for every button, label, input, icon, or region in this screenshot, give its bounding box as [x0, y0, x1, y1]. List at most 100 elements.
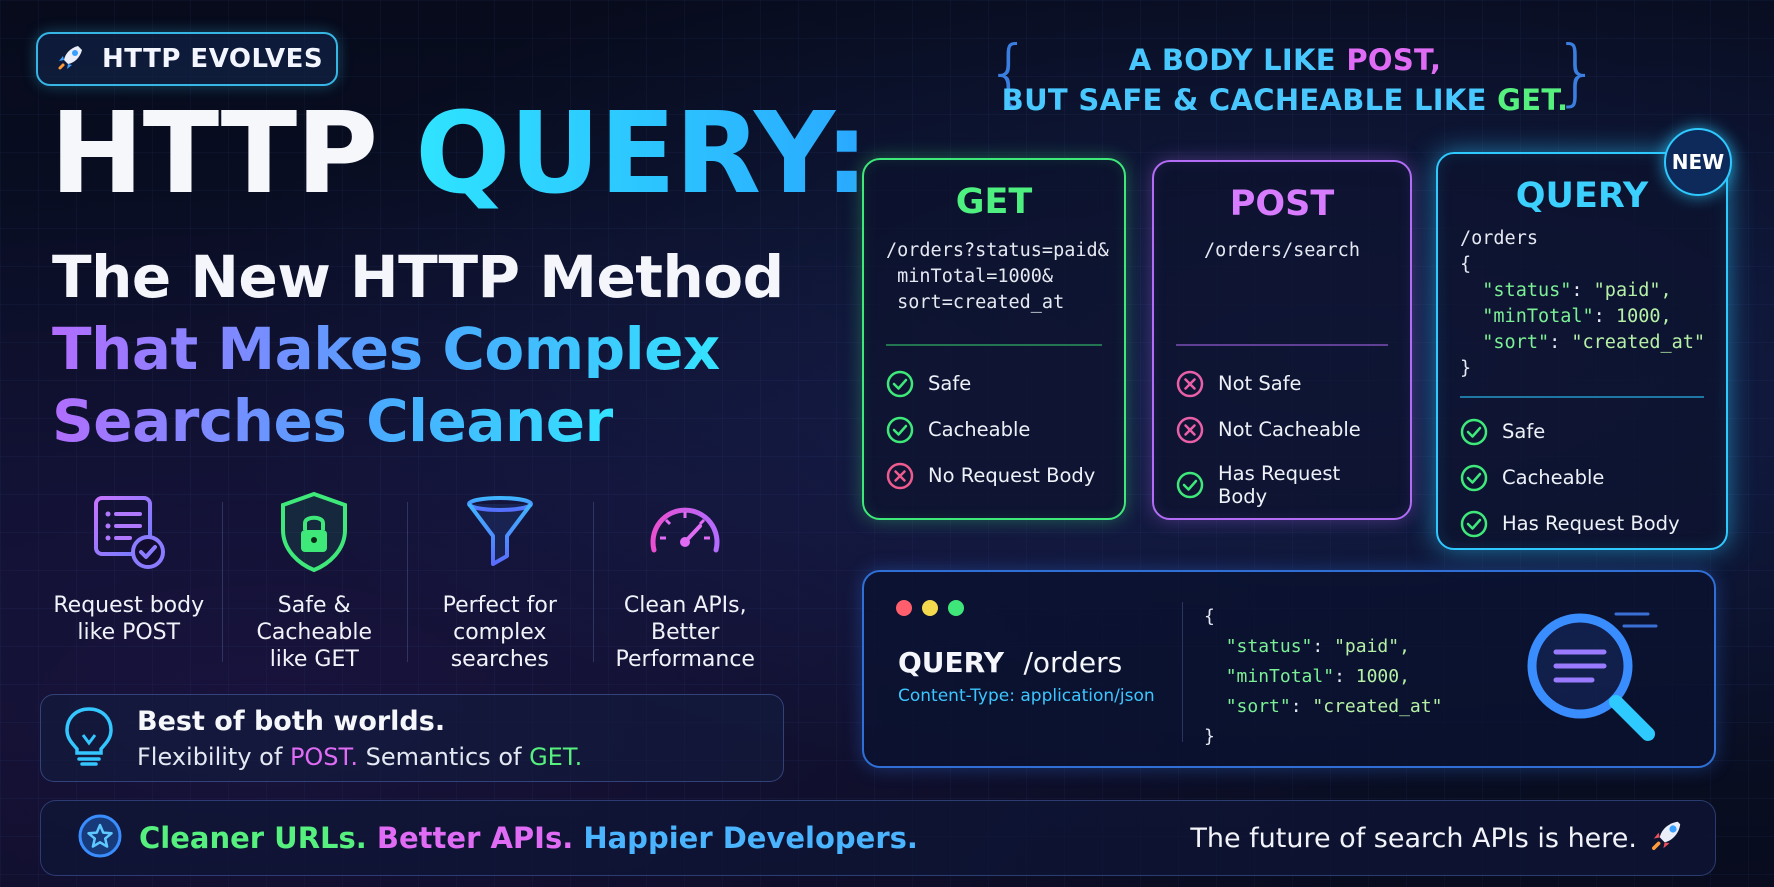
post-check-not-safe: Not Safe	[1176, 370, 1388, 398]
get-check-no-body: No Request Body	[886, 462, 1102, 490]
post-check-has-body: Has Request Body	[1176, 462, 1388, 508]
tagline-brace-left: {	[986, 30, 1032, 114]
rocket-icon	[56, 42, 86, 76]
tagline-prefix-1: A BODY LIKE	[1128, 43, 1347, 77]
post-divider	[1176, 344, 1388, 346]
get-check-cacheable-label: Cacheable	[928, 418, 1031, 441]
query-check-safe: Safe	[1460, 418, 1704, 446]
tagline-brace-right: }	[1554, 30, 1600, 114]
best-sub-get: GET.	[529, 742, 583, 771]
footer-cleaner-urls: Cleaner URLs.	[139, 821, 367, 855]
funnel-filter-icon	[457, 490, 543, 592]
title-http: HTTP	[50, 89, 416, 219]
badge-label: HTTP EVOLVES	[102, 44, 324, 74]
post-url-code: /orders/search	[1204, 240, 1360, 261]
page-title: HTTP QUERY:	[50, 98, 869, 210]
footer-right-label: The future of search APIs is here.	[1190, 822, 1637, 854]
lock-shield-icon	[271, 490, 357, 592]
feature-item-safe-cacheable: Safe & Cacheable like GET	[221, 490, 408, 674]
footer-slogan: Cleaner URLs. Better APIs. Happier Devel…	[139, 821, 918, 855]
post-check-not-cacheable-label: Not Cacheable	[1218, 418, 1361, 441]
x-circle-icon	[1176, 416, 1204, 443]
best-of-both-worlds-panel: Best of both worlds. Flexibility of POST…	[40, 694, 784, 782]
subtitle-line-1: The New HTTP Method	[52, 243, 784, 311]
tagline-post: POST,	[1346, 43, 1442, 77]
magnifier-icon	[1510, 596, 1690, 760]
query-code-path: /orders	[1460, 228, 1538, 249]
x-circle-icon	[886, 462, 914, 489]
rocket-icon	[1649, 817, 1685, 860]
best-sub-post: POST.	[289, 742, 358, 771]
console-request-line: QUERY /orders	[898, 646, 1122, 679]
tagline-prefix-2: BUT SAFE & CACHEABLE LIKE	[1001, 83, 1498, 117]
get-divider	[886, 344, 1102, 346]
tagline-line-1: A BODY LIKE POST,	[990, 40, 1580, 80]
console-json-close: }	[1204, 726, 1215, 747]
tagline: A BODY LIKE POST, BUT SAFE & CACHEABLE L…	[990, 40, 1580, 120]
best-sub-mid: Semantics of	[357, 742, 530, 771]
console-json-body: { "status": "paid", "minTotal": 1000, "s…	[1204, 602, 1442, 752]
post-check-not-safe-label: Not Safe	[1218, 372, 1302, 395]
post-check-has-body-label: Has Request Body	[1218, 461, 1341, 508]
footer-better-apis: Better APIs.	[366, 821, 574, 855]
get-check-list: Safe Cacheable No Request Body	[886, 370, 1102, 490]
feature-list: Request body like POST Safe & Cacheable …	[36, 490, 778, 674]
get-method-title: GET	[955, 182, 1033, 222]
query-check-cacheable-label: Cacheable	[1502, 466, 1605, 489]
window-dot-yellow	[922, 600, 938, 616]
new-badge: NEW	[1664, 128, 1732, 196]
console-method: QUERY	[898, 646, 1004, 679]
check-circle-icon	[886, 416, 914, 443]
check-circle-icon	[1460, 464, 1488, 491]
query-code-line-sort: "sort": "created_at"	[1482, 332, 1706, 353]
console-path: /orders	[1023, 646, 1123, 679]
get-check-safe: Safe	[886, 370, 1102, 398]
query-check-cacheable: Cacheable	[1460, 464, 1704, 492]
query-check-has-body: Has Request Body	[1460, 510, 1704, 538]
query-code-close: }	[1460, 358, 1472, 379]
best-title: Best of both worlds.	[137, 705, 446, 737]
post-method-card: POST /orders/search Not Safe Not Cacheab…	[1152, 160, 1412, 520]
query-check-safe-label: Safe	[1502, 420, 1546, 443]
window-dot-green	[948, 600, 964, 616]
check-circle-icon	[886, 370, 914, 397]
tagline-line-2: BUT SAFE & CACHEABLE LIKE GET.	[990, 80, 1580, 120]
lightbulb-icon	[61, 705, 117, 771]
title-query: QUERY:	[415, 89, 869, 219]
footer-future-text: The future of search APIs is here.	[1190, 817, 1685, 860]
feature-label-complex-searches: Perfect for complex searches	[442, 593, 557, 672]
feature-item-request-body: Request body like POST	[36, 490, 222, 674]
best-sub-prefix: Flexibility of	[137, 742, 290, 771]
query-code-block: /orders{ "status": "paid", "minTotal": 1…	[1460, 226, 1706, 382]
best-subtitle: Flexibility of POST. Semantics of GET.	[137, 743, 582, 771]
checklist-document-icon	[86, 490, 172, 592]
query-divider	[1460, 396, 1704, 398]
query-check-has-body-label: Has Request Body	[1502, 512, 1680, 535]
get-check-safe-label: Safe	[928, 372, 972, 395]
get-check-no-body-label: No Request Body	[928, 464, 1096, 487]
get-method-card: GET /orders?status=paid& minTotal=1000& …	[862, 158, 1126, 520]
feature-item-complex-searches: Perfect for complex searches	[407, 490, 593, 674]
feature-label-performance: Clean APIs, Better Performance	[615, 593, 755, 672]
x-circle-icon	[1176, 370, 1204, 397]
check-circle-icon	[1176, 471, 1204, 498]
window-dot-red	[896, 600, 912, 616]
http-evolves-badge: HTTP EVOLVES	[36, 32, 338, 86]
query-method-title: QUERY	[1515, 176, 1649, 216]
get-check-cacheable: Cacheable	[886, 416, 1102, 444]
console-separator	[1182, 602, 1183, 742]
console-json-line-status: "status": "paid",	[1225, 636, 1410, 657]
console-json-line-sort: "sort": "created_at"	[1225, 696, 1443, 717]
query-code-line-status: "status": "paid",	[1482, 280, 1672, 301]
subtitle-line-3: Searches Cleaner	[52, 387, 613, 455]
subtitle-line-2: That Makes Complex	[52, 315, 720, 383]
query-request-console: QUERY /orders Content-Type: application/…	[862, 570, 1716, 768]
query-code-open: {	[1460, 254, 1472, 275]
feature-label-safe-cacheable: Safe & Cacheable like GET	[256, 593, 372, 672]
query-method-card: QUERY /orders{ "status": "paid", "minTot…	[1436, 152, 1728, 550]
tagline-get: GET.	[1497, 83, 1569, 117]
console-content-type: Content-Type: application/json	[898, 686, 1155, 706]
post-check-not-cacheable: Not Cacheable	[1176, 416, 1388, 444]
console-json-line-mintotal: "minTotal": 1000,	[1225, 666, 1410, 687]
feature-label-request-body: Request body like POST	[53, 593, 205, 645]
